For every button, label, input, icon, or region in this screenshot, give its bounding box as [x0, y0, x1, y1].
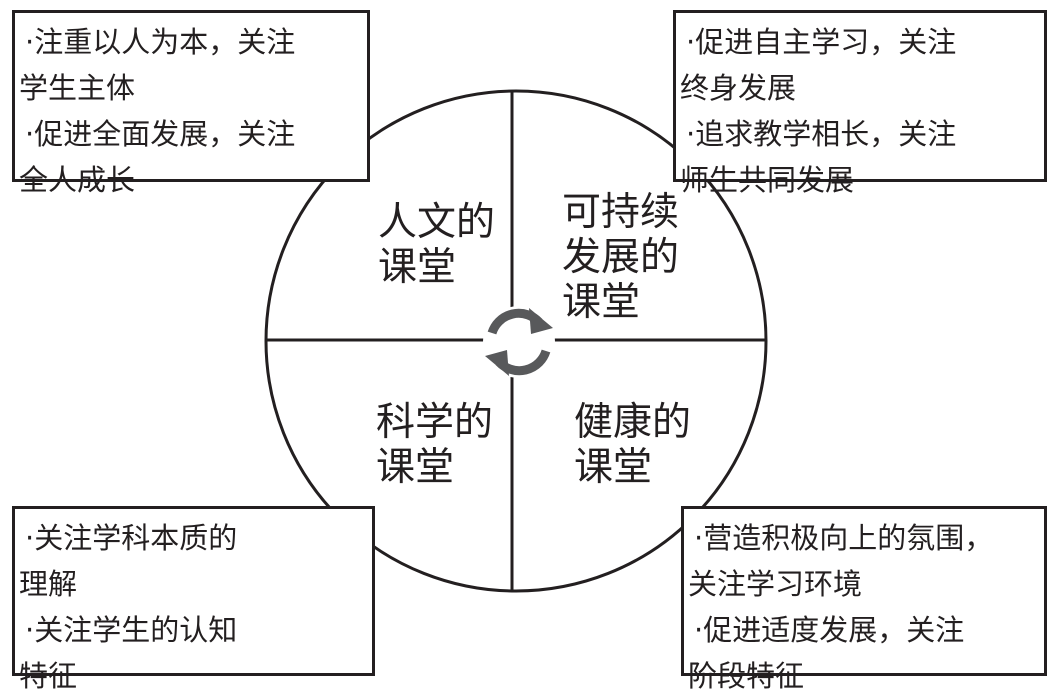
note-box-bottom-right: ·营造积极向上的氛围， 关注学习环境 ·促进适度发展，关注 阶段特征 [681, 506, 1047, 693]
quadrant-label-line: 可持续 [562, 190, 680, 235]
quadrant-scientific-classroom: 科学的 课堂 [376, 400, 493, 490]
note-line: ·促进全面发展，关注 [25, 117, 296, 151]
note-box-top-right: ·促进自主学习，关注 终身发展 ·追求教学相长，关注 师生共同发展 [673, 10, 1047, 197]
quadrant-label-line: 人文的 [378, 200, 496, 245]
quadrant-label-line: 课堂 [378, 245, 457, 290]
quadrant-humanistic-classroom: 人文的 课堂 [378, 200, 495, 290]
note-line: 学生主体 [19, 71, 136, 105]
note-line: 阶段特征 [688, 659, 805, 693]
quadrant-label-line: 课堂 [376, 445, 455, 490]
note-line: ·注重以人为本，关注 [25, 25, 296, 59]
note-line: ·促进自主学习，关注 [686, 25, 957, 59]
note-line: 理解 [19, 567, 78, 601]
quadrant-label-line: 课堂 [562, 280, 641, 325]
note-line: ·关注学生的认知 [25, 613, 238, 647]
quadrant-sustainable-classroom: 可持续 发展的 课堂 [562, 190, 679, 325]
quadrant-label-line: 健康的 [574, 400, 692, 445]
note-box-top-left: ·注重以人为本，关注 学生主体 ·促进全面发展，关注 全人成长 [12, 10, 370, 197]
note-line: 师生共同发展 [680, 163, 855, 197]
note-line: 特征 [19, 659, 78, 693]
quadrant-label-line: 课堂 [574, 445, 653, 490]
quadrant-healthy-classroom: 健康的 课堂 [574, 400, 691, 490]
note-line: ·追求教学相长，关注 [686, 117, 957, 151]
note-line: 终身发展 [680, 71, 797, 105]
note-box-bottom-left: ·关注学科本质的 理解 ·关注学生的认知 特征 [12, 506, 375, 693]
note-line: ·营造积极向上的氛围， [694, 521, 994, 555]
note-line: 关注学习环境 [688, 567, 863, 601]
quadrant-label-line: 发展的 [562, 235, 680, 280]
cycle-arrows-icon [483, 306, 555, 378]
note-line: ·关注学科本质的 [25, 521, 238, 555]
note-line: ·促进适度发展，关注 [694, 613, 965, 647]
note-line: 全人成长 [19, 163, 136, 197]
quadrant-label-line: 科学的 [376, 400, 494, 445]
